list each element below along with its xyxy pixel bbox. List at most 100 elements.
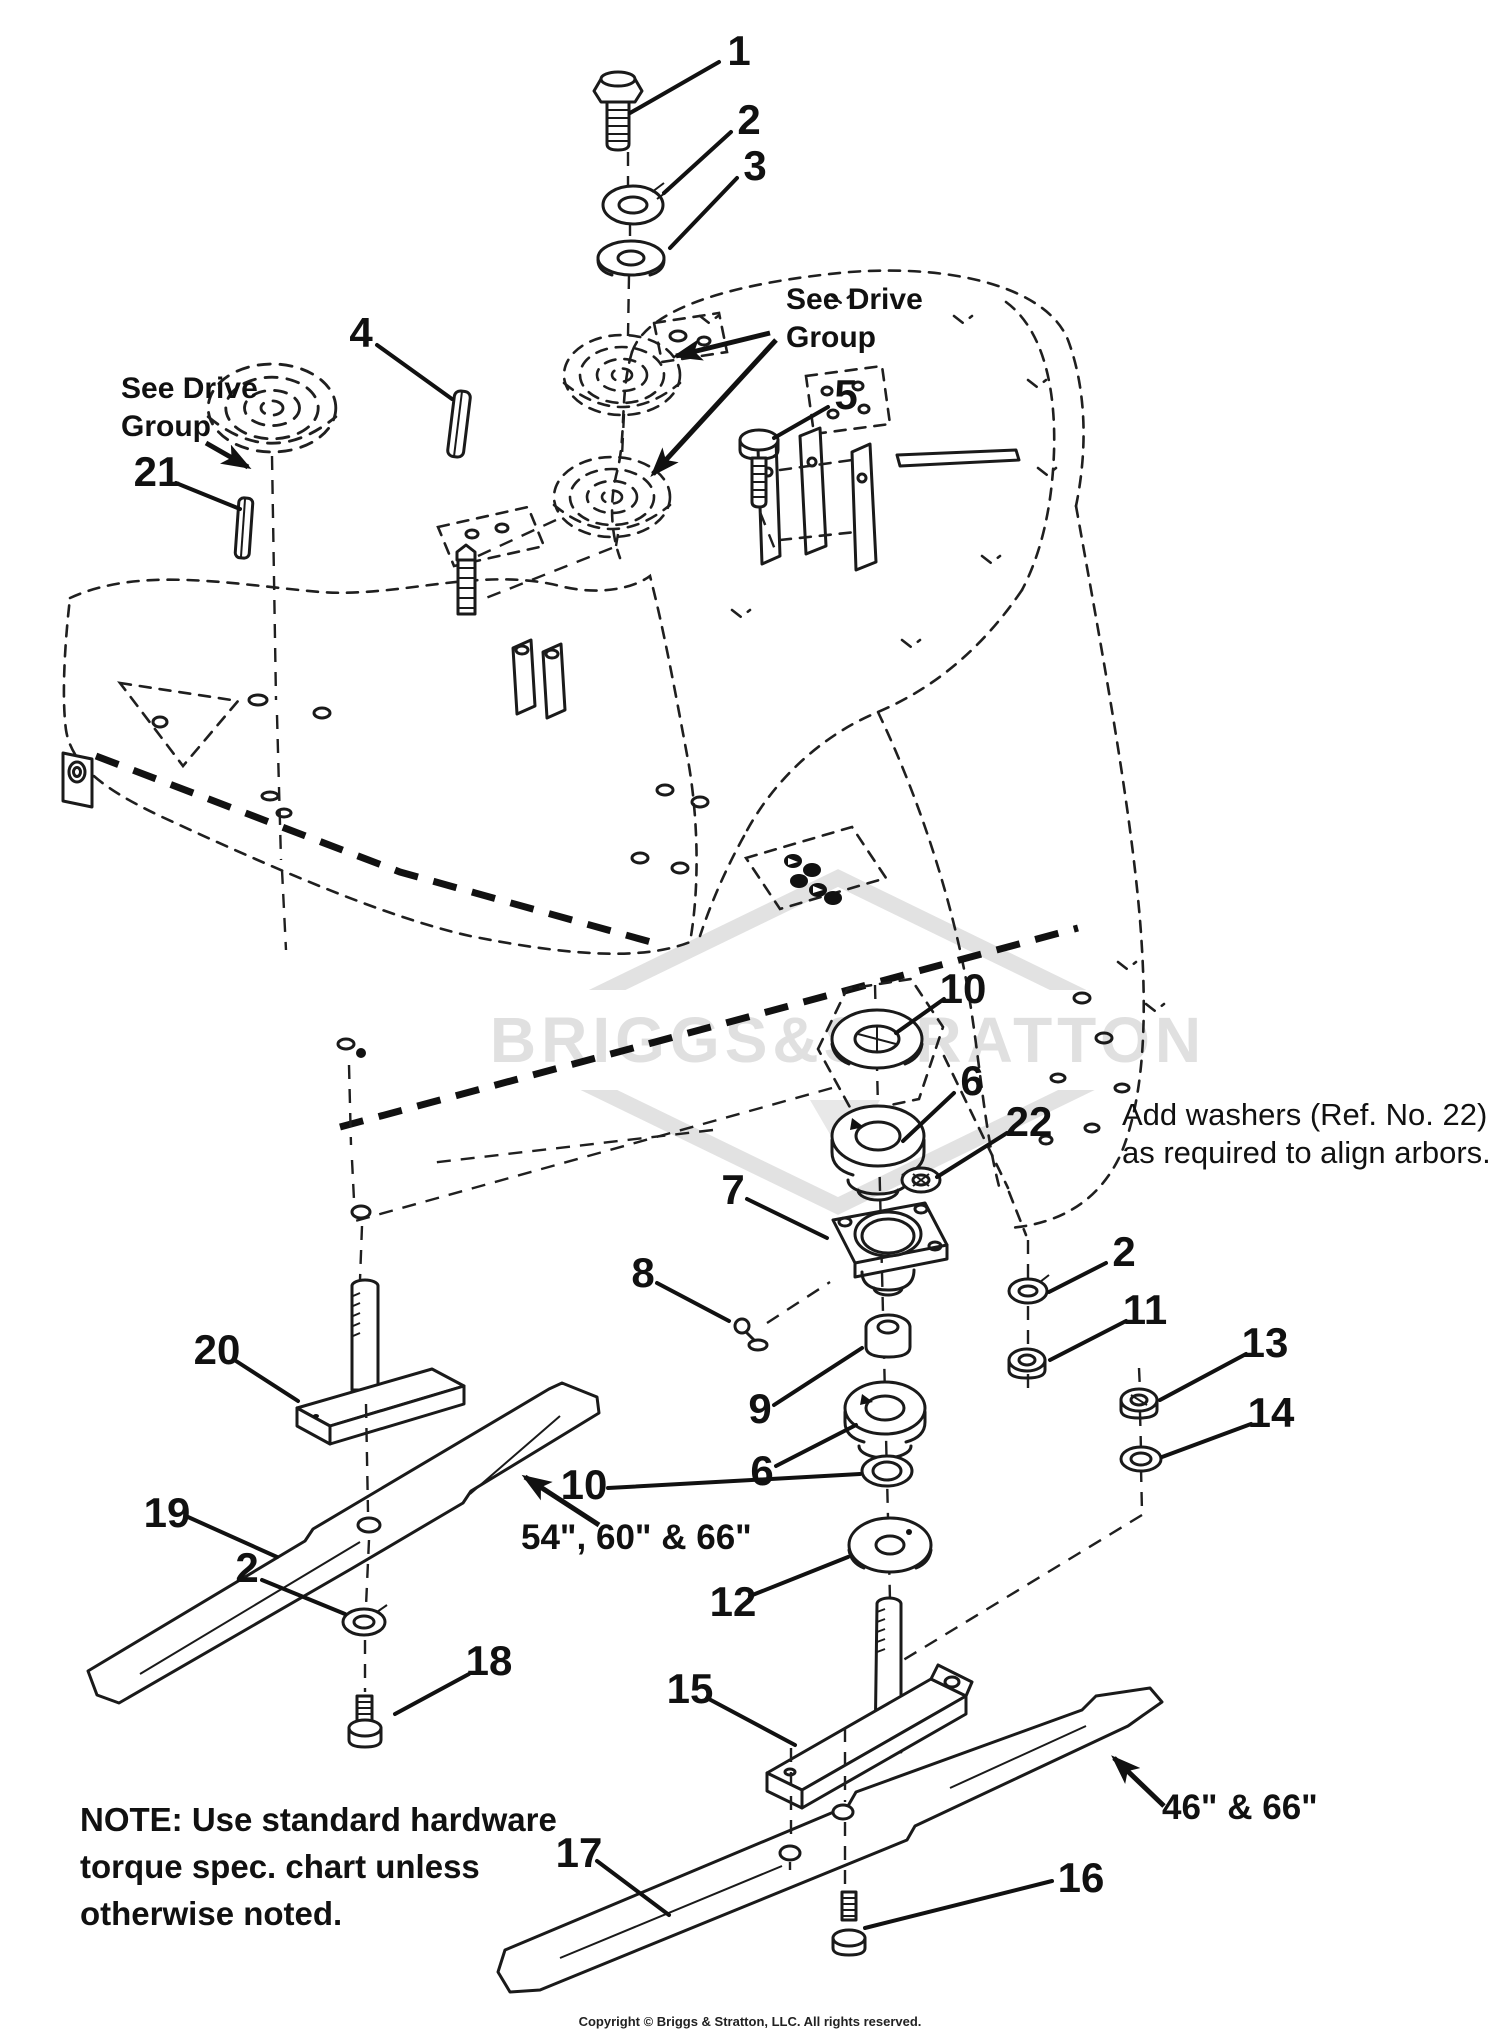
bolt-cluster [784,854,842,905]
washer-alignment-note: Add washers (Ref. No. 22) as required to… [1122,1096,1491,1172]
drive-group-label-right: See Drive Group [786,281,923,357]
drive-group-label-left-line1: See Drive [121,372,258,405]
leader-line-15 [705,1696,797,1747]
callout-22: 22 [1006,1098,1053,1145]
drive-group-label-right-line2: Group [786,321,876,354]
callout-19: 19 [144,1489,191,1536]
drive-group-label-left: See Drive Group [121,370,258,446]
bold-hidden-lines [94,752,1079,1131]
callout-2: 2 [737,96,760,143]
hub-6-lower [843,1380,927,1460]
callout-20: 20 [194,1326,241,1373]
channel-brackets [756,426,878,572]
leader-line-12 [748,1555,850,1598]
callout-10: 10 [561,1461,608,1508]
leader-line-1 [628,60,721,115]
left-drive-group [86,362,601,1749]
arbor-housing-7 [831,1201,949,1297]
deck-hidden-outline [62,269,1166,1237]
small-stud [336,1037,366,1058]
callout-14: 14 [1248,1389,1295,1436]
bolt-16 [831,1890,867,1957]
blade-19 [86,1381,601,1705]
arbor-assembly-20 [295,1278,466,1446]
bolt-1 [592,70,644,152]
callout-18: 18 [466,1637,513,1684]
leader-line-18 [393,1672,471,1716]
callout-11: 11 [1123,1286,1167,1333]
washer-note-line1: Add washers (Ref. No. 22) [1122,1097,1488,1132]
leader-line-3 [668,176,739,250]
spacer-9 [864,1313,912,1359]
drive-group-label-right-line1: See Drive [786,283,923,316]
idler-rings [630,783,710,875]
pointer-arrow-4 [1111,1755,1166,1808]
leader-line-10 [894,997,946,1035]
washer-12 [847,1516,933,1574]
leader-line-22 [935,1131,1009,1179]
washer-22 [900,1166,942,1194]
leader-line-4 [375,343,454,401]
leader-line-2 [662,130,733,195]
leader-line-16 [863,1879,1054,1930]
right-hardware [899,1240,1163,1664]
leader-line-2 [1047,1261,1108,1294]
washer-10-lower [860,1454,914,1488]
drive-group-label-left-line2: Group [121,410,211,443]
leader-line-7 [745,1197,829,1240]
callout-9: 9 [748,1385,771,1432]
leader-line-14 [1160,1422,1253,1459]
bolt-18 [347,1694,383,1749]
leader-line-9 [772,1346,864,1407]
pointer-arrow-1 [650,338,778,477]
hidden-hatch-marks [698,294,1166,1013]
callout-4: 4 [349,309,373,356]
bolt-5 [738,428,780,553]
lock-washer-2-right [1007,1274,1050,1305]
blade-size-label-lower: 46" & 66" [1162,1788,1318,1827]
copyright-line: Copyright © Briggs & Stratton, LLC. All … [578,2014,922,2029]
deck-solid-details [61,426,1021,1220]
washer-14 [1119,1445,1163,1473]
lock-washer-2 [601,182,670,226]
key-4 [446,389,472,459]
callout-2: 2 [235,1544,258,1591]
callout-17: 17 [556,1829,603,1876]
washer-note-line2: as required to align arbors. [1122,1135,1491,1170]
leader-line-2 [260,1578,347,1616]
center-arbor-stack [733,977,974,1810]
grease-fitting-8 [733,1280,831,1352]
pointer-arrow-0 [672,330,771,361]
torque-note-line2: torque spec. chart unless [80,1848,480,1885]
leader-line-19 [186,1515,279,1559]
callout-8: 8 [631,1249,654,1296]
leader-line-5 [772,405,830,440]
leader-line-11 [1048,1319,1128,1362]
leader-line-17 [595,1859,671,1917]
blade-17 [496,1686,1164,1994]
center-channels [511,638,567,720]
callout-6: 6 [750,1447,773,1494]
callout-1: 1 [727,27,750,74]
leader-line-8 [655,1281,731,1323]
washer-10-upper [830,1008,924,1070]
lock-washer-2-left [341,1604,388,1637]
pointer-arrow-2 [204,440,252,470]
callout-3: 3 [743,142,766,189]
callout-5: 5 [834,371,857,418]
leader-line-10 [606,1472,862,1490]
deck-stud [455,518,557,616]
flat-washer-3 [596,239,666,277]
top-fastener-stack [446,70,780,600]
leader-line-6 [774,1423,858,1468]
pointer-arrow-3 [521,1474,601,1528]
blade-size-label-upper: 54", 60" & 66" [521,1518,752,1557]
torque-note-line3: otherwise noted. [80,1895,343,1932]
torque-note-line1: NOTE: Use standard hardware [80,1801,557,1838]
leader-line-20 [234,1359,300,1403]
leader-line-21 [174,481,242,511]
drive-pulley-upper [562,333,682,417]
